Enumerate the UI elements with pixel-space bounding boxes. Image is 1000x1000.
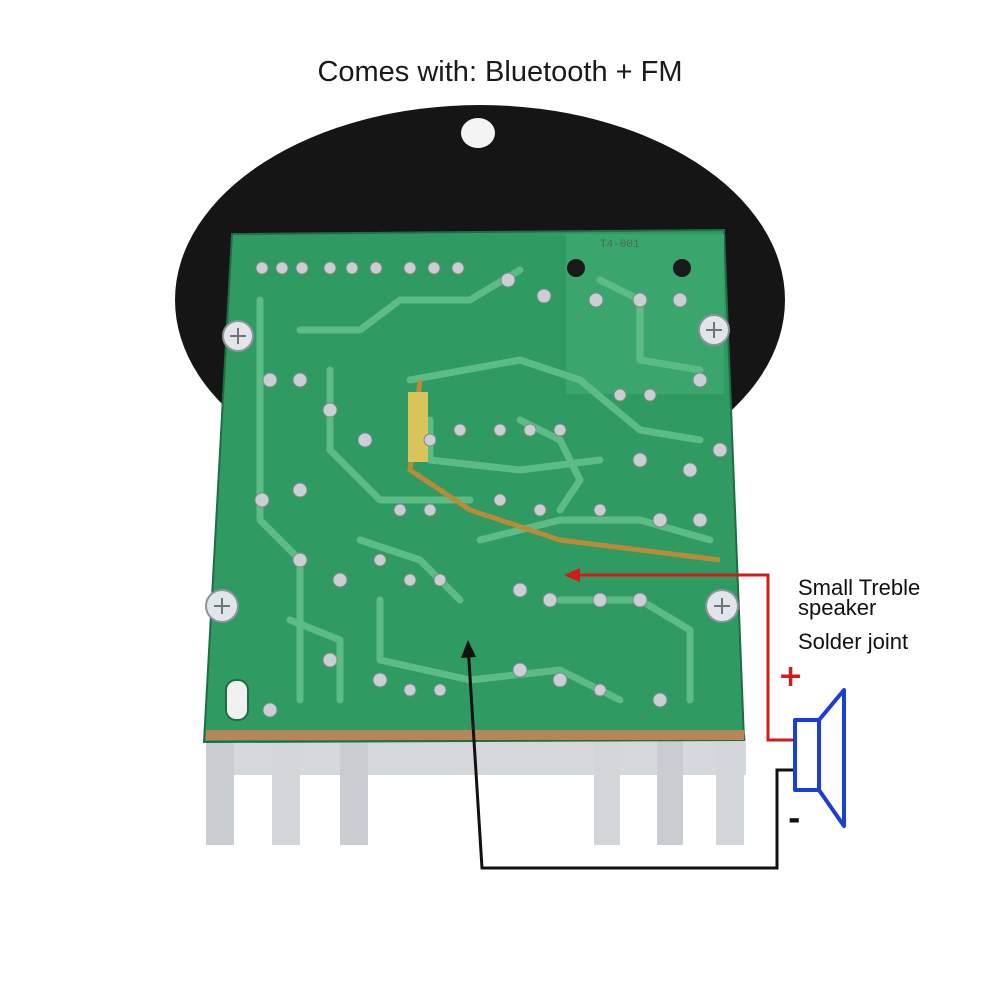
mounting-screws bbox=[205, 314, 739, 623]
positive-wire-arrowhead bbox=[564, 568, 580, 582]
mounting-hole bbox=[461, 118, 495, 148]
caption: Comes with: Bluetooth + FM bbox=[317, 56, 683, 88]
slot-hole bbox=[225, 679, 249, 721]
treble-speaker-label-line2: speaker bbox=[798, 595, 877, 620]
plus-sign: + bbox=[778, 659, 804, 694]
board-hole bbox=[673, 259, 691, 277]
treble-speaker-label-line1: Small Treble bbox=[798, 575, 921, 600]
negative-wire bbox=[466, 644, 795, 870]
minus-sign: - bbox=[788, 802, 801, 837]
solder-joint-label: Solder joint bbox=[798, 629, 909, 654]
board-marking: T4-001 bbox=[600, 239, 640, 251]
solder-joints bbox=[254, 261, 728, 718]
board-hole bbox=[567, 259, 585, 277]
negative-wire-arrowhead bbox=[461, 640, 476, 658]
positive-wire bbox=[566, 573, 795, 742]
heatsink bbox=[206, 735, 746, 845]
yellow-pad bbox=[408, 392, 428, 462]
speaker-icon bbox=[793, 688, 846, 828]
